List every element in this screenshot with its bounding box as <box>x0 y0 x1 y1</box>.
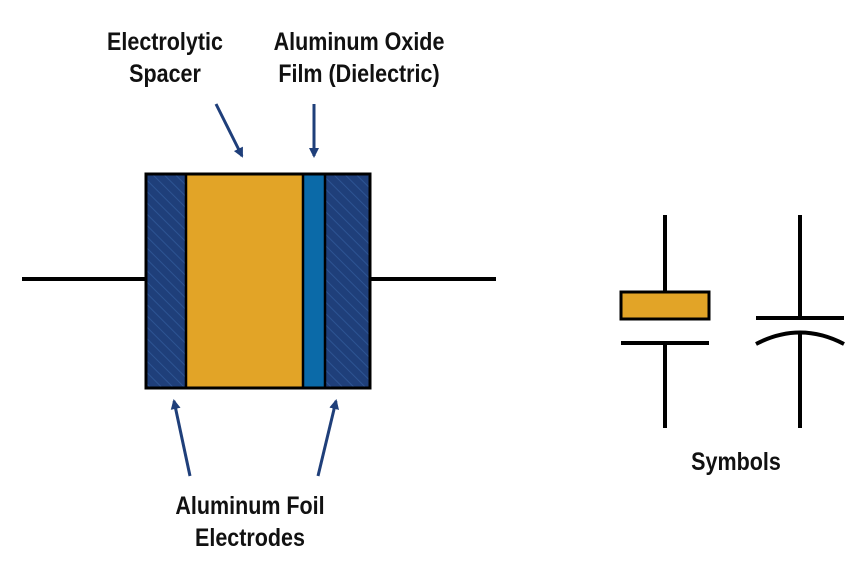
oxide-label-line1: Aluminum Oxide <box>273 28 445 56</box>
polarized-capacitor-symbol <box>619 215 711 428</box>
spacer-label-line2: Spacer <box>129 60 201 88</box>
electrolytic-spacer-label: Electrolytic Spacer <box>92 26 238 90</box>
right-electrode <box>325 174 370 388</box>
spacer-arrow <box>214 103 244 158</box>
curved-plate-capacitor-symbol <box>755 215 845 428</box>
foil-label-line2: Electrodes <box>195 524 305 552</box>
foil-electrodes-label: Aluminum Foil Electrodes <box>164 490 336 554</box>
left-foil-arrow <box>170 399 192 477</box>
foil-label-line1: Aluminum Foil <box>175 492 325 520</box>
oxide-film-label: Aluminum Oxide Film (Dielectric) <box>261 26 457 90</box>
left-electrode <box>146 174 186 388</box>
oxide-film <box>303 174 325 388</box>
oxide-label-line2: Film (Dielectric) <box>278 60 440 88</box>
spacer-label-line1: Electrolytic <box>107 28 223 56</box>
electrolytic-spacer <box>186 174 303 388</box>
right-foil-arrow <box>316 399 339 477</box>
symbols-label: Symbols <box>691 448 781 476</box>
capacitor-body-outline <box>144 172 372 390</box>
